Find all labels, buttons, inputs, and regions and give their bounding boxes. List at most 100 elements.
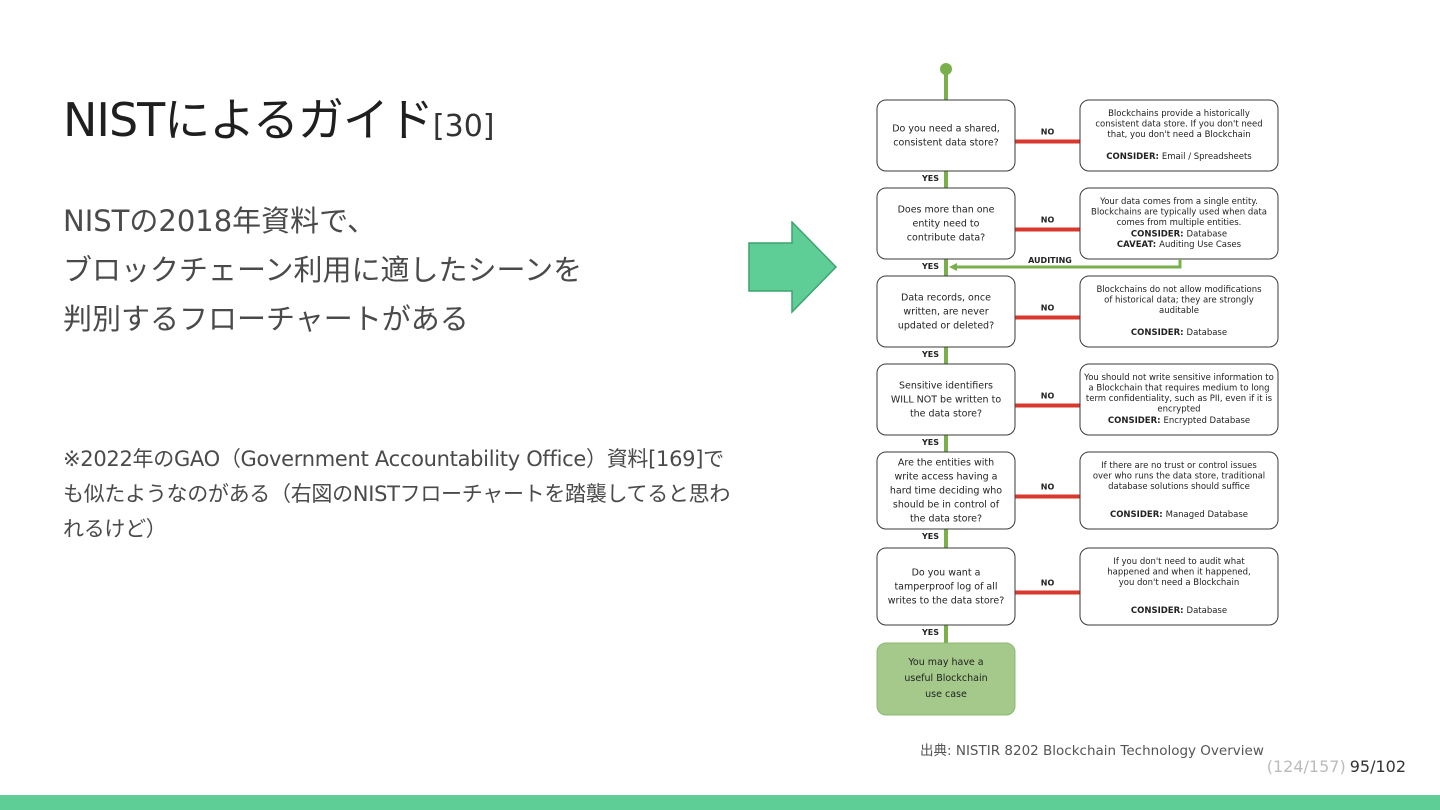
body-line: 判別するフローチャートがある <box>63 302 469 336</box>
question-text: Do you want a <box>912 568 981 579</box>
page-indicator: (124/157)95/102 <box>1267 757 1406 776</box>
answer-text: You should not write sensitive informati… <box>1083 373 1274 383</box>
answer-text: of historical data; they are strongly <box>1104 296 1254 306</box>
consider-value: Database <box>1187 606 1228 616</box>
body-text: NISTの2018年資料で、 ブロックチェーン利用に適したシーンを 判別するフロ… <box>63 197 582 344</box>
yes-label: YES <box>921 350 939 359</box>
question-text: consistent data store? <box>893 138 998 149</box>
consider-keyword: CONSIDER: <box>1131 606 1187 616</box>
consider-value: Auditing Use Cases <box>1159 240 1242 250</box>
question-box <box>876 187 1016 260</box>
yes-label: YES <box>921 174 939 183</box>
answer-text: If there are no trust or control issues <box>1101 461 1257 471</box>
question-text: writes to the data store? <box>888 596 1005 607</box>
question-text: the data store? <box>910 409 982 420</box>
question-text: hard time deciding who <box>890 486 1002 497</box>
answer-text: auditable <box>1159 306 1199 316</box>
answer-box <box>1079 275 1279 348</box>
question-text: WILL NOT be written to <box>891 395 1001 406</box>
question-text: the data store? <box>910 514 982 525</box>
result-text: You may have a <box>907 657 983 668</box>
answer-text: Blockchains provide a historically <box>1108 109 1250 119</box>
yes-label: YES <box>921 262 939 271</box>
question-box <box>876 547 1016 626</box>
consider-value: Encrypted Database <box>1164 416 1251 426</box>
slide-title: NISTによるガイド[30] <box>63 84 495 150</box>
auditing-connector <box>954 259 1182 269</box>
answer-text: database solutions should suffice <box>1108 482 1250 492</box>
question-text: Does more than one <box>898 205 995 216</box>
question-box <box>876 451 1016 530</box>
answer-text: happened and when it happened, <box>1107 568 1250 578</box>
answer-text: that, you don't need a Blockchain <box>1107 130 1250 140</box>
result-box <box>876 642 1016 716</box>
answer-text: Blockchains are typically used when data <box>1091 208 1267 218</box>
question-text: written, are never <box>903 307 988 318</box>
consider-text: CONSIDER: Managed Database <box>1110 510 1248 520</box>
right-arrow-icon <box>748 221 838 314</box>
answer-text: encrypted <box>1157 405 1200 415</box>
note-line: れるけど） <box>63 517 167 541</box>
answer-text: Your data comes from a single entity. <box>1099 197 1258 207</box>
consider-keyword: CONSIDER: <box>1110 510 1166 520</box>
auditing-label: AUDITING <box>1028 256 1072 265</box>
answer-box <box>1079 99 1279 172</box>
question-text: should be in control of <box>893 500 1000 511</box>
no-label: NO <box>1041 483 1055 492</box>
flow-start-dot <box>940 63 952 75</box>
body-line: NISTの2018年資料で、 <box>63 204 377 238</box>
consider-value: Managed Database <box>1166 510 1248 520</box>
consider-text: CONSIDER: Database <box>1131 230 1227 240</box>
answer-text: comes from multiple entities. <box>1117 218 1242 228</box>
yes-label: YES <box>921 532 939 541</box>
consider-keyword: CONSIDER: <box>1131 328 1187 338</box>
answer-text: If you don't need to audit what <box>1113 557 1245 567</box>
consider-text: CONSIDER: Email / Spreadsheets <box>1106 152 1252 162</box>
consider-value: Database <box>1187 230 1228 240</box>
source-citation: 出典: NISTIR 8202 Blockchain Technology Ov… <box>920 743 1264 759</box>
yes-label: YES <box>921 628 939 637</box>
answer-text: Blockchains do not allow modifications <box>1096 285 1262 295</box>
question-box <box>876 363 1016 436</box>
question-text: Sensitive identifiers <box>899 381 993 392</box>
consider-text: CAVEAT: Auditing Use Cases <box>1117 240 1242 250</box>
question-text: tamperproof log of all <box>894 582 997 593</box>
yes-label: YES <box>921 438 939 447</box>
question-text: Data records, once <box>901 293 991 304</box>
consider-text: CONSIDER: Database <box>1131 328 1227 338</box>
question-text: Are the entities with <box>898 458 994 469</box>
question-text: contribute data? <box>907 233 985 244</box>
consider-keyword: CONSIDER: <box>1108 416 1164 426</box>
question-text: entity need to <box>913 219 980 230</box>
auditing-arrowhead <box>949 263 957 271</box>
title-reference: [30] <box>432 109 495 144</box>
result-text: useful Blockchain <box>904 673 987 684</box>
consider-value: Database <box>1187 328 1228 338</box>
page-total: (124/157) <box>1266 757 1346 776</box>
consider-text: CONSIDER: Database <box>1131 606 1227 616</box>
note-line: ※2022年のGAO（Government Accountability Off… <box>63 447 724 471</box>
question-text: updated or deleted? <box>898 321 994 332</box>
consider-text: CONSIDER: Encrypted Database <box>1108 416 1250 426</box>
no-label: NO <box>1041 579 1055 588</box>
answer-box <box>1079 547 1279 626</box>
no-label: NO <box>1041 392 1055 401</box>
question-box <box>876 275 1016 348</box>
question-text: Do you need a shared, <box>892 124 1000 135</box>
answer-box <box>1079 451 1279 530</box>
result-text: use case <box>925 689 967 700</box>
answer-text: a Blockchain that requires medium to lon… <box>1088 384 1269 394</box>
slide-title-text: NISTによるガイド <box>63 93 434 147</box>
note-text: ※2022年のGAO（Government Accountability Off… <box>63 442 808 547</box>
answer-text: you don't need a Blockchain <box>1119 578 1240 588</box>
answer-box <box>1079 363 1279 436</box>
consider-value: Email / Spreadsheets <box>1162 152 1252 162</box>
answer-text: over who runs the data store, traditiona… <box>1093 472 1265 482</box>
bottom-accent-bar <box>0 795 1440 810</box>
question-box <box>876 99 1016 172</box>
no-label: NO <box>1041 216 1055 225</box>
body-line: ブロックチェーン利用に適したシーンを <box>63 253 583 287</box>
consider-keyword: CAVEAT: <box>1117 240 1159 250</box>
consider-keyword: CONSIDER: <box>1131 230 1187 240</box>
answer-text: consistent data store. If you don't need <box>1095 120 1262 130</box>
